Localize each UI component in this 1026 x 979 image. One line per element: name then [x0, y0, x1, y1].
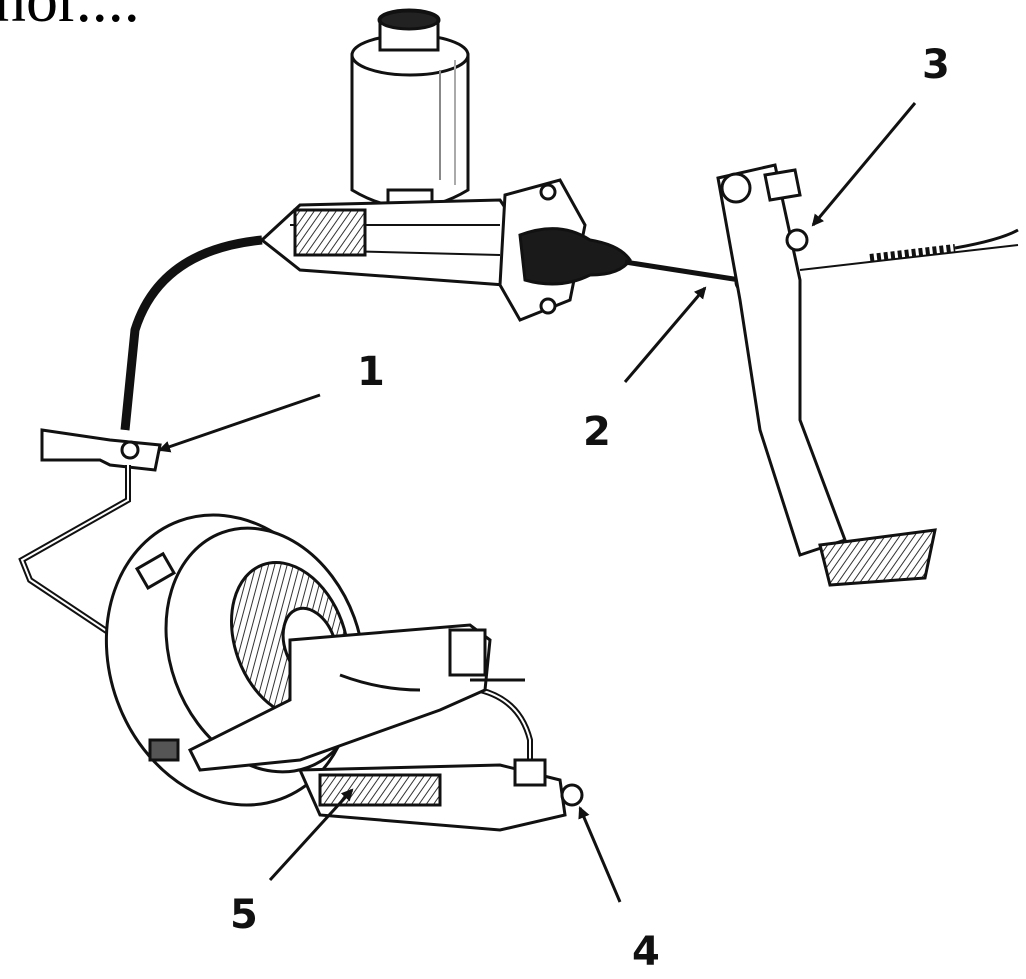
callout-3: 3 [922, 42, 950, 88]
arrow-1 [158, 393, 321, 453]
callout-5: 5 [230, 892, 258, 938]
callout-4: 4 [632, 929, 660, 974]
arrow-4 [578, 806, 622, 903]
fluid-reservoir [350, 8, 470, 222]
arrow-5 [268, 788, 354, 882]
arrow-3 [811, 102, 917, 227]
master-cylinder [259, 178, 756, 322]
callout-2: 2 [583, 409, 611, 455]
hydraulic-hose [120, 235, 263, 431]
slave-cylinder [297, 758, 584, 832]
clutch-pedal [716, 163, 1019, 587]
arrow-2 [623, 286, 707, 383]
callout-arrows [158, 102, 917, 903]
hose-bracket [40, 428, 162, 472]
release-fork [187, 623, 525, 772]
callout-1: 1 [357, 349, 385, 395]
caption-text: nor.... [0, 0, 140, 32]
